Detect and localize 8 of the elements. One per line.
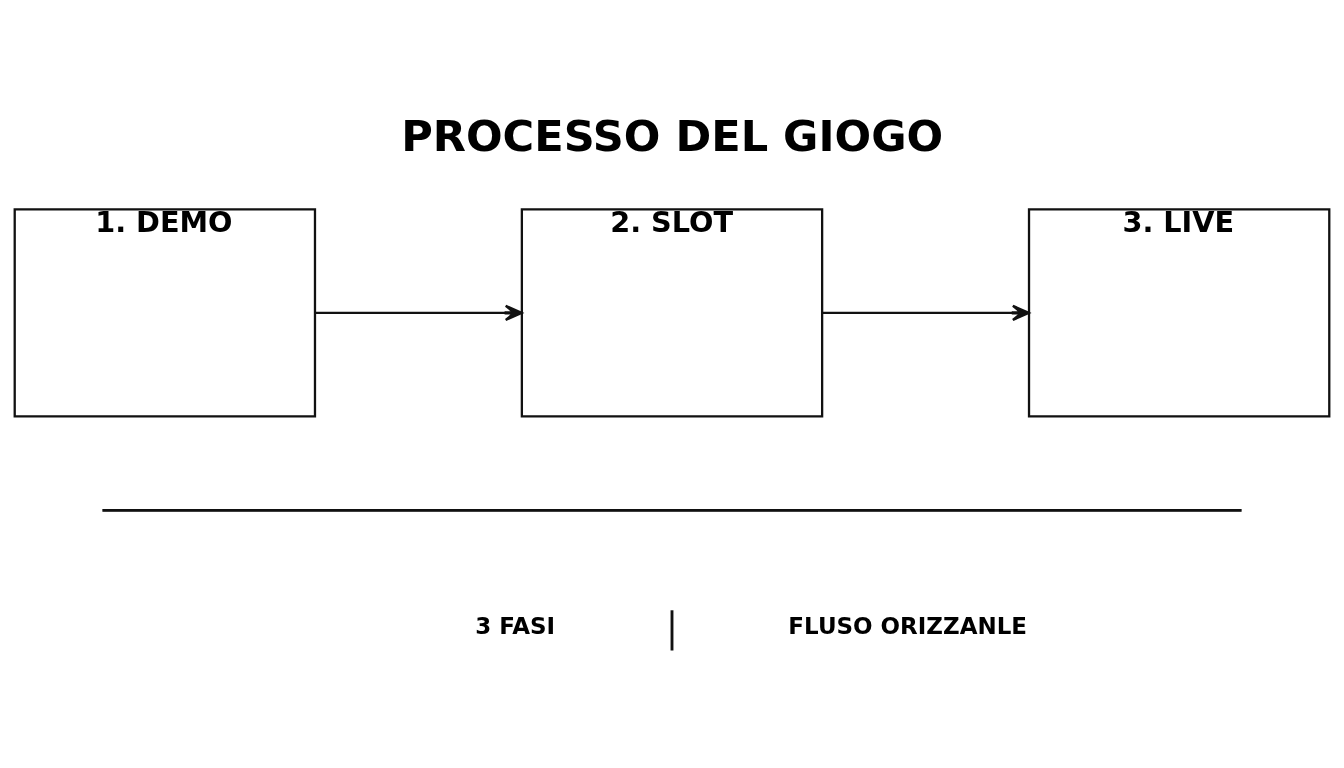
diagram-title: PROCESSO DEL GIOGO: [401, 110, 944, 161]
node-box: 3. LIVE: [1027, 208, 1331, 418]
label: FLUSO ORIZZANLE: [788, 613, 1027, 640]
label: 3 FASI: [475, 613, 556, 640]
node-box: 2. SLOT: [520, 208, 824, 418]
arrow: [315, 304, 523, 322]
arrow: [822, 304, 1030, 322]
node-box: 1. DEMO: [13, 208, 317, 418]
